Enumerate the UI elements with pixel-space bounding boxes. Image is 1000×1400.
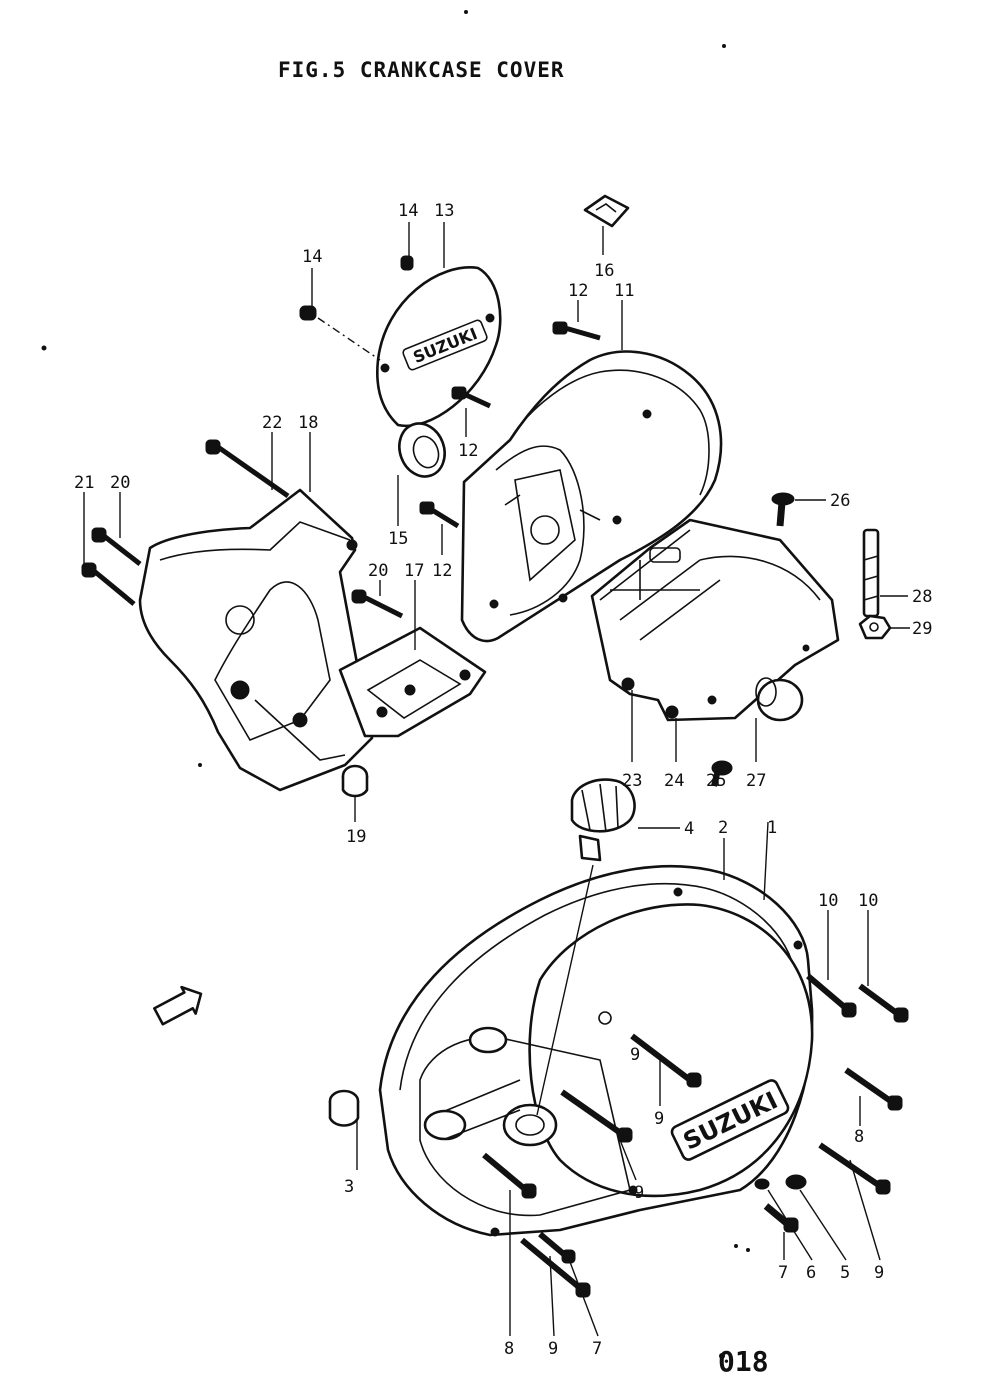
callout-10-b: 10 [858, 891, 878, 911]
bolt-8-right [844, 1067, 903, 1111]
callout-1: 1 [767, 818, 777, 838]
callout-22: 22 [262, 413, 282, 433]
bolt-9-b [560, 1089, 633, 1143]
cap-27 [755, 677, 804, 722]
screw-14-b [299, 305, 317, 321]
bolt-20-b [351, 589, 404, 619]
callout-9-b: 9 [634, 1183, 644, 1203]
oil-seal-15 [398, 422, 446, 478]
callout-14-b: 14 [302, 247, 322, 267]
clip-16 [583, 194, 630, 228]
bolt-20-a [91, 527, 142, 566]
callout-10-a: 10 [818, 891, 838, 911]
bolt-7-b [763, 1203, 799, 1233]
bolt-22 [205, 439, 290, 499]
point-cover-13: SUZUKI [376, 266, 502, 428]
callout-3: 3 [344, 1177, 354, 1197]
bolt-9-c [818, 1142, 891, 1195]
callout-18: 18 [298, 413, 318, 433]
callout-21: 21 [74, 473, 94, 493]
plate-17 [338, 626, 487, 738]
bolt-21 [81, 562, 136, 606]
figure-title: FIG.5 CRANKCASE COVER [278, 58, 565, 82]
callout-11: 11 [614, 281, 634, 301]
washer-6 [754, 1178, 770, 1190]
callout-2: 2 [718, 818, 728, 838]
callout-5: 5 [840, 1263, 850, 1283]
bolt-9-a [630, 1033, 702, 1088]
callout-8-b: 8 [504, 1339, 514, 1359]
callout-7-b: 7 [592, 1339, 602, 1359]
callout-9-c: 9 [874, 1263, 884, 1283]
bolt-7-a [538, 1231, 576, 1264]
stud-28 [862, 528, 880, 618]
callout-12-a: 12 [568, 281, 588, 301]
cover-18 [138, 488, 374, 792]
callout-8-a: 8 [854, 1127, 864, 1147]
bolt-12-a [552, 321, 601, 341]
callout-9-a: 9 [654, 1109, 664, 1129]
callout-29: 29 [912, 619, 932, 639]
callout-16: 16 [594, 261, 614, 281]
callout-12-c: 12 [432, 561, 452, 581]
cover-23 [590, 518, 840, 722]
callout-15: 15 [388, 529, 408, 549]
callout-7-a: 7 [778, 1263, 788, 1283]
bolt-10-a [806, 973, 857, 1018]
callout-26: 26 [830, 491, 850, 511]
screw-14-a [400, 255, 414, 271]
leader-lines [83, 222, 910, 1337]
callout-17: 17 [404, 561, 424, 581]
callout-19: 19 [346, 827, 366, 847]
callout-28: 28 [912, 587, 932, 607]
bolt-12-c [419, 501, 460, 529]
bolt-10-b [858, 983, 909, 1023]
bolt-12-b [451, 386, 492, 409]
screw-5 [785, 1174, 807, 1190]
generator-cover-11 [460, 350, 723, 643]
callout-20-b: 20 [368, 561, 388, 581]
callout-20-a: 20 [110, 473, 130, 493]
oil-filler-cap-4 [570, 778, 636, 862]
callout-24: 24 [664, 771, 684, 791]
callout-9-e: 9 [630, 1045, 640, 1065]
print-specks [41, 10, 750, 1359]
callout-23: 23 [622, 771, 642, 791]
callout-27: 27 [746, 771, 766, 791]
screw-26 [771, 492, 795, 527]
callout-numbers: 1 2 3 4 5 6 7 7 8 8 9 9 9 9 9 10 10 11 1… [74, 201, 932, 1359]
crankcase-cover-1: SUZUKI [378, 865, 814, 1237]
callout-13: 13 [434, 201, 454, 221]
callout-4: 4 [684, 819, 694, 839]
callout-6: 6 [806, 1263, 816, 1283]
callout-14-a: 14 [398, 201, 418, 221]
callout-25: 25 [706, 771, 726, 791]
forward-arrow: FWD [153, 985, 203, 1026]
callout-9-d: 9 [548, 1339, 558, 1359]
page-code: 018 [718, 1345, 769, 1378]
callout-12-b: 12 [458, 441, 478, 461]
collar-19 [341, 764, 369, 798]
bolt-8-left [482, 1152, 537, 1199]
collar-3 [328, 1089, 360, 1127]
nut-29 [858, 614, 892, 640]
